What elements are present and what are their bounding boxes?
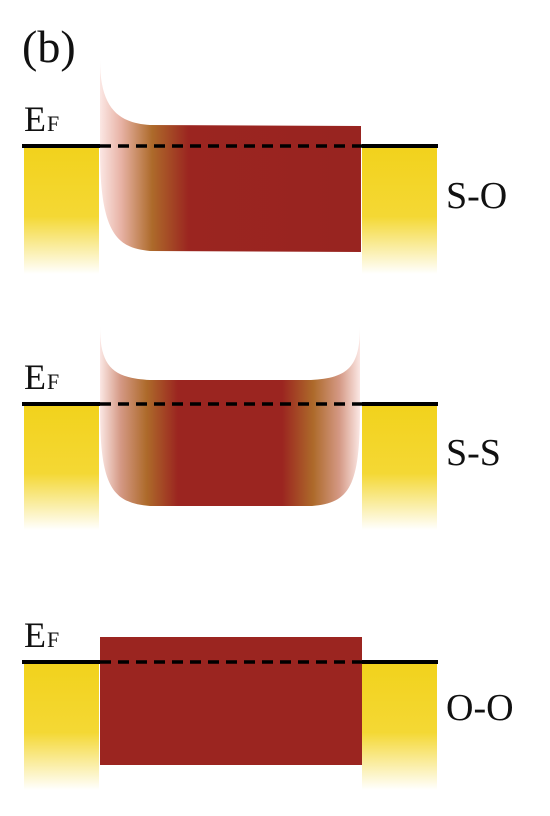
diagram-label: S-O (446, 175, 507, 217)
left-metal-contact (24, 662, 99, 790)
fermi-label-sub: F (47, 111, 59, 136)
diagram-s-o: EF S-O (22, 60, 507, 274)
fermi-level-label: EF (24, 99, 59, 139)
barrier-band (100, 326, 360, 506)
right-metal-contact (362, 404, 437, 530)
right-metal-contact (362, 146, 437, 274)
fermi-label-sub: F (47, 369, 59, 394)
fermi-level-label: EF (24, 357, 59, 397)
diagram-o-o: EF O-O (22, 615, 514, 790)
diagram-s-s: EF S-S (22, 326, 501, 530)
left-metal-contact (24, 404, 99, 530)
fermi-label-main: E (24, 99, 46, 139)
left-metal-contact (24, 146, 99, 274)
barrier-band (100, 60, 361, 252)
barrier-band (100, 637, 362, 765)
panel-label: (b) (22, 21, 76, 72)
fermi-label-main: E (24, 615, 46, 655)
diagram-label: S-S (446, 432, 501, 474)
fermi-label-main: E (24, 357, 46, 397)
diagram-label: O-O (446, 687, 514, 729)
right-metal-contact (362, 662, 437, 790)
fermi-level-label: EF (24, 615, 59, 655)
fermi-label-sub: F (47, 627, 59, 652)
